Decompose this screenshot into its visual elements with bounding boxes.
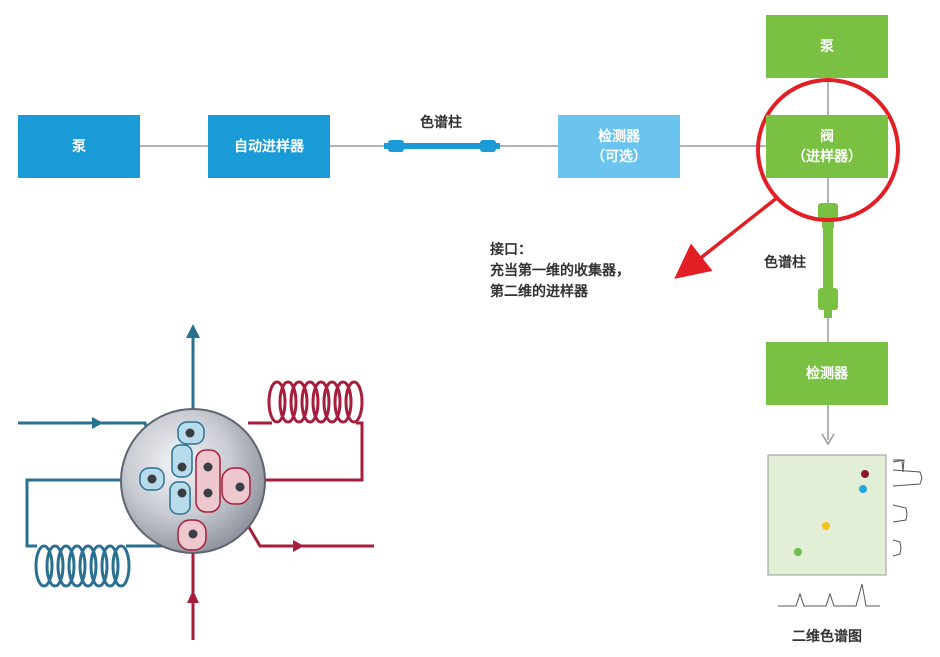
detector-optional-label: （可选） (591, 148, 647, 165)
detector-2d-box: 检测器 (766, 342, 888, 405)
pump-2d-box: 泵 (766, 15, 888, 78)
arrow-up-icon (186, 324, 200, 338)
arrow-up-icon (187, 590, 199, 603)
autosampler-label: 自动进样器 (234, 138, 304, 155)
detector-optional-box: 检测器 （可选） (558, 115, 680, 178)
column-1d-label: 色谱柱 (420, 115, 462, 131)
callout-arrow (674, 195, 780, 279)
highlight-circle (756, 78, 900, 222)
peak-point (859, 485, 867, 493)
callout-line-3: 第二维的进样器 (490, 284, 588, 300)
autosampler-box: 自动进样器 (208, 115, 330, 178)
peak-point (822, 522, 830, 530)
chromatogram-label: 二维色谱图 (792, 629, 862, 645)
callout-text: 接口： 充当第一维的收集器， 第二维的进样器 (490, 240, 630, 303)
callout-line-2: 充当第一维的收集器， (490, 263, 630, 279)
callout-line-1: 接口： (490, 242, 532, 258)
valve-injector-label: （进样器） (792, 148, 862, 165)
valve-body (120, 408, 266, 554)
pump-box: 泵 (18, 115, 140, 178)
valve-ports (147, 428, 245, 539)
chromatogram-2d (767, 454, 923, 607)
sample-loop-blue-icon (34, 544, 131, 588)
arrow-right-icon (92, 417, 103, 429)
switching-valve (18, 324, 374, 640)
peak-point (794, 548, 802, 556)
chromatogram-bottom-trace (778, 583, 880, 607)
pump-label: 泵 (72, 138, 86, 155)
column-2d-icon (818, 203, 838, 318)
pump-2d-label: 泵 (820, 38, 834, 55)
column-2d-label: 色谱柱 (764, 255, 806, 271)
detector-label: 检测器 (598, 128, 640, 145)
valve-box: 阀 （进样器） (766, 115, 888, 178)
detector-2d-label: 检测器 (806, 365, 848, 382)
arrow-right-icon (293, 540, 304, 552)
sample-loop-red-icon (267, 380, 364, 424)
peak-point (861, 470, 869, 478)
column-1d-icon (384, 140, 500, 152)
arrow-down-icon (821, 433, 835, 446)
chromatogram-side-trace (892, 459, 923, 557)
valve-label: 阀 (820, 128, 834, 145)
